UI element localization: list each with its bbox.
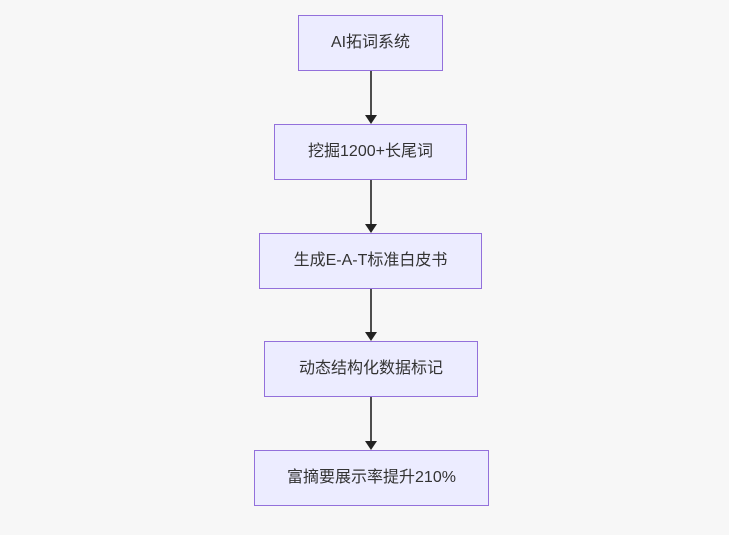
flow-node-eat-whitepaper: 生成E-A-T标准白皮书 [259,233,482,289]
flow-node-longtail-mining: 挖掘1200+长尾词 [274,124,467,180]
arrow-down-icon [364,332,377,341]
flow-node-label: AI拓词系统 [330,34,411,51]
arrow-down-icon [364,224,377,233]
flow-node-label: 生成E-A-T标准白皮书 [293,252,448,269]
flow-arrow-3 [364,289,377,341]
arrow-down-icon [364,115,377,124]
arrow-line [369,289,372,332]
flow-arrow-2 [364,180,377,233]
arrow-line [369,180,372,224]
arrow-line [369,71,372,115]
arrow-down-icon [364,441,377,450]
flow-node-rich-snippet-result: 富摘要展示率提升210% [254,450,489,506]
flow-node-label: 富摘要展示率提升210% [287,469,456,486]
flow-node-ai-word-system: AI拓词系统 [298,15,443,71]
arrow-line [369,397,372,441]
flow-node-label: 动态结构化数据标记 [298,360,443,377]
flow-node-label: 挖掘1200+长尾词 [308,143,433,160]
flow-arrow-1 [364,71,377,124]
flow-node-structured-data: 动态结构化数据标记 [264,341,478,397]
flow-arrow-4 [364,397,377,450]
